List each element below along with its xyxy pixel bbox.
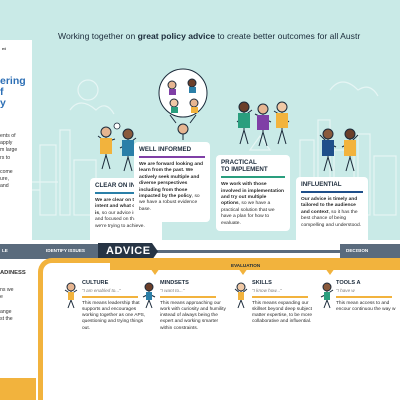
evaluation-label: EVALUATION [231, 263, 261, 268]
card-text: We work with those involved in implement… [221, 182, 285, 226]
process-stage-advice [98, 243, 158, 260]
arrow-down-icon [150, 268, 160, 276]
card-accent-bar [221, 176, 285, 179]
column-text: This mean access to and encour continuou… [336, 300, 396, 312]
column-accent-bar [160, 296, 216, 298]
left-lower-panel: ADINESS ns we e ange st the [0, 270, 26, 323]
card-title: CLEAR ON INTENT [95, 182, 152, 189]
advice-label: ADVICE [106, 245, 151, 257]
evaluation-band [110, 262, 400, 270]
card-well-informed: WELL INFORMED We are forward looking and… [134, 142, 210, 222]
enablers-frame [38, 258, 400, 400]
card-accent-bar [139, 156, 205, 158]
card-text: We are forward looking and learn from th… [139, 162, 204, 212]
column-title: CULTURE [82, 280, 109, 286]
column-accent-bar [252, 296, 308, 298]
arrow-down-icon [325, 268, 335, 276]
card-accent-bar [95, 192, 157, 194]
column-quote: "I have w [336, 288, 355, 293]
card-text: We are clear on the policy intent and wh… [95, 198, 157, 229]
column-skills: SKILLS "I know how..." This means expand… [252, 280, 324, 326]
column-accent-bar [82, 296, 138, 298]
process-line [0, 250, 400, 253]
column-tools: TOOLS A "I have w This mean access to an… [336, 280, 400, 313]
identify-issues-label: IDENTIFY ISSUES [46, 248, 85, 253]
column-title: SKILLS [252, 280, 272, 286]
column-culture: CULTURE "I am enabled to..." This means … [82, 280, 146, 332]
left-panel [0, 40, 32, 245]
people-illustration-practical [236, 101, 290, 147]
process-stage-decision [340, 244, 400, 259]
column-accent-bar [336, 296, 392, 298]
skills-figure-icon [234, 282, 248, 309]
column-title: MINDSETS [160, 280, 189, 286]
left-panel-title: ering f y [0, 76, 26, 109]
column-quote: "I am enabled to..." [82, 288, 121, 293]
column-quote: "I know how..." [252, 288, 282, 293]
card-accent-bar [301, 191, 363, 193]
arrow-down-icon [238, 268, 248, 276]
card-text: Our advice is timely and tailored to the… [301, 197, 362, 228]
process-left-label: LE [2, 248, 8, 253]
page-headline: Working together on great policy advice … [58, 31, 361, 41]
column-quote: "I want to..." [160, 288, 185, 293]
people-illustration-well-informed [158, 68, 208, 140]
decision-label: DECISION [346, 248, 369, 253]
column-title: TOOLS A [336, 280, 361, 286]
card-title: INFLUENTIAL [301, 181, 342, 188]
column-text: This means approaching our work with cur… [160, 300, 226, 331]
card-influential: INFLUENTIAL Our advice is timely and tai… [296, 177, 368, 245]
tools-figure-icon [320, 282, 334, 309]
card-title: WELL INFORMED [139, 146, 192, 153]
people-illustration-clear-intent [97, 122, 137, 172]
left-yellow-block [0, 378, 36, 400]
mindsets-figure-icon [142, 282, 156, 309]
left-fragment-text: nt [2, 46, 6, 51]
people-illustration-influential [319, 128, 359, 172]
left-panel-body: ents of apply m large rs to come ure, an… [0, 133, 18, 190]
process-stage-identify [40, 244, 98, 259]
column-text: This means expanding our skillset beyond… [252, 300, 312, 325]
culture-figure-icon [64, 282, 78, 309]
column-mindsets: MINDSETS "I want to..." This means appro… [160, 280, 226, 332]
process-stage-left [0, 244, 40, 259]
column-text: This means leadership that supports and … [82, 300, 146, 331]
